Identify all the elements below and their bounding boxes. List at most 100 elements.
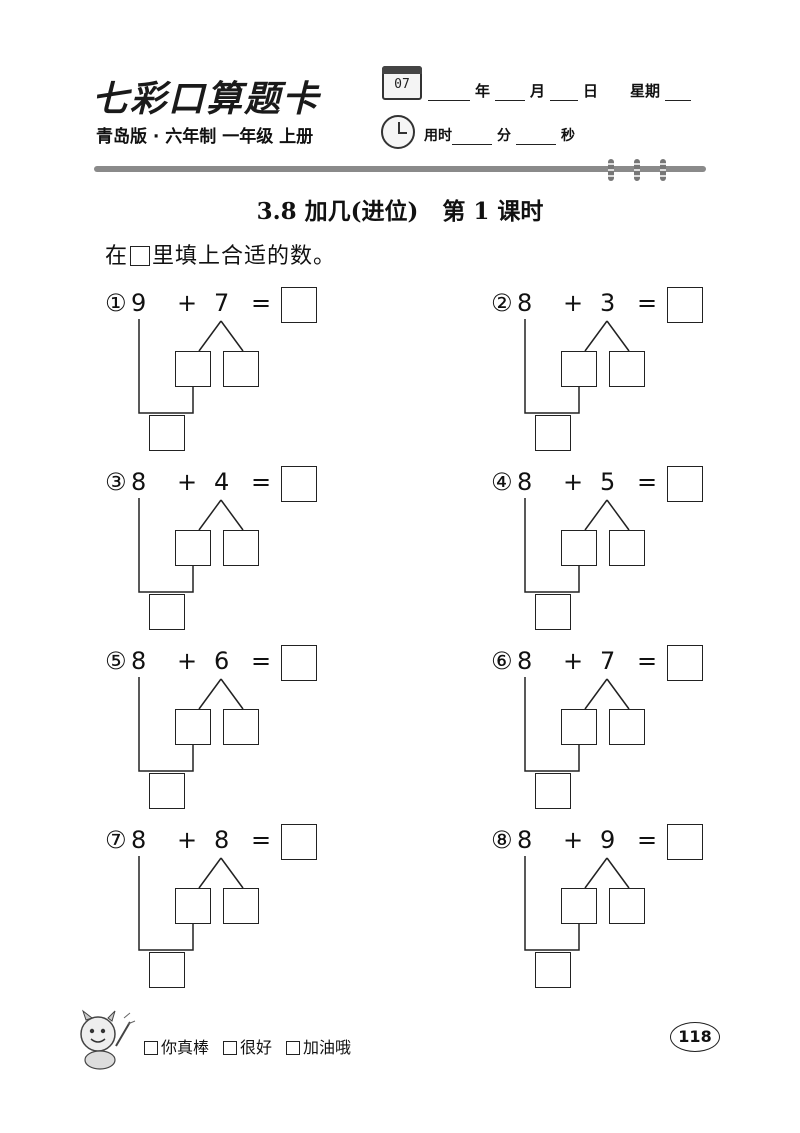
addend-b: 7 (214, 289, 230, 317)
split-left-box[interactable] (175, 351, 211, 387)
day-label: 日 (583, 82, 599, 100)
sum-answer-box[interactable] (667, 824, 703, 860)
split-right-box[interactable] (609, 530, 645, 566)
split-left-box[interactable] (175, 709, 211, 745)
month-label: 月 (530, 82, 546, 100)
ten-box[interactable] (149, 952, 185, 988)
addend-b: 8 (214, 826, 230, 854)
addend-a: 8 (517, 647, 533, 675)
plus-sign: + (177, 826, 198, 854)
minutes-blank[interactable] (452, 130, 492, 145)
plus-sign: + (563, 647, 584, 675)
equals-sign: = (251, 826, 272, 854)
time-fields: 用时分秒 (424, 125, 580, 145)
ten-box[interactable] (535, 594, 571, 630)
checkbox-icon[interactable] (286, 1041, 301, 1055)
rating-option-good[interactable]: 很好 (223, 1034, 272, 1058)
split-right-box[interactable] (609, 888, 645, 924)
problem-8: ⑧ 8 + 9 = (489, 824, 729, 1000)
plus-sign: + (177, 647, 198, 675)
split-right-box[interactable] (223, 888, 259, 924)
problem-2: ② 8 + 3 = (489, 287, 729, 463)
split-left-box[interactable] (175, 530, 211, 566)
split-right-box[interactable] (609, 709, 645, 745)
split-left-box[interactable] (561, 351, 597, 387)
problem-number: ① (105, 289, 127, 317)
rating-option-great[interactable]: 你真棒 (144, 1034, 209, 1058)
sum-answer-box[interactable] (281, 645, 317, 681)
weekday-label: 星期 (630, 82, 661, 100)
divider-bead (660, 159, 666, 181)
addend-b: 9 (600, 826, 616, 854)
page-number: 118 (670, 1022, 720, 1052)
addend-b: 6 (214, 647, 230, 675)
split-left-box[interactable] (561, 530, 597, 566)
rating-option-keep-going[interactable]: 加油哦 (286, 1034, 351, 1058)
addend-a: 8 (517, 289, 533, 317)
decomposition-lines (138, 498, 244, 593)
plus-sign: + (177, 289, 198, 317)
calendar-day: 07 (394, 77, 410, 92)
year-blank[interactable] (428, 86, 470, 101)
answer-box-icon (130, 246, 151, 266)
clock-icon (381, 115, 415, 149)
ten-box[interactable] (535, 773, 571, 809)
sum-answer-box[interactable] (281, 466, 317, 502)
sum-answer-box[interactable] (281, 824, 317, 860)
ten-box[interactable] (535, 952, 571, 988)
problem-3: ③ 8 + 4 = (103, 466, 343, 642)
edition-label: 青岛版 · 六年制 一年级 上册 (96, 127, 314, 147)
equals-sign: = (637, 468, 658, 496)
addend-b: 7 (600, 647, 616, 675)
decomposition-lines (138, 856, 244, 951)
split-left-box[interactable] (561, 709, 597, 745)
lesson-title: 3.8 加几(进位) 第 1 课时 (256, 198, 544, 225)
used-time-label: 用时 (424, 128, 452, 144)
ten-box[interactable] (535, 415, 571, 451)
divider-bead (608, 159, 614, 181)
day-blank[interactable] (550, 86, 579, 101)
problem-number: ⑦ (105, 826, 127, 854)
split-right-box[interactable] (223, 530, 259, 566)
addend-b: 3 (600, 289, 616, 317)
ten-box[interactable] (149, 415, 185, 451)
plus-sign: + (563, 289, 584, 317)
plus-sign: + (563, 826, 584, 854)
addend-a: 8 (517, 468, 533, 496)
split-right-box[interactable] (223, 351, 259, 387)
checkbox-icon[interactable] (223, 1041, 238, 1055)
plus-sign: + (177, 468, 198, 496)
problem-number: ② (491, 289, 513, 317)
plus-sign: + (563, 468, 584, 496)
equals-sign: = (251, 468, 272, 496)
decomposition-lines (524, 677, 630, 772)
year-label: 年 (475, 82, 491, 100)
split-left-box[interactable] (175, 888, 211, 924)
split-left-box[interactable] (561, 888, 597, 924)
sum-answer-box[interactable] (667, 287, 703, 323)
calendar-icon: 07 (382, 66, 422, 100)
month-blank[interactable] (495, 86, 526, 101)
split-right-box[interactable] (609, 351, 645, 387)
sum-answer-box[interactable] (667, 466, 703, 502)
weekday-blank[interactable] (665, 86, 692, 101)
ten-box[interactable] (149, 594, 185, 630)
decomposition-lines (524, 498, 630, 593)
sum-answer-box[interactable] (667, 645, 703, 681)
problem-6: ⑥ 8 + 7 = (489, 645, 729, 821)
decomposition-lines (524, 856, 630, 951)
problem-number: ④ (491, 468, 513, 496)
rating-label: 加油哦 (303, 1038, 352, 1057)
problem-1: ① 9 + 7 = (103, 287, 343, 463)
sum-answer-box[interactable] (281, 287, 317, 323)
rating-label: 很好 (240, 1038, 273, 1057)
split-right-box[interactable] (223, 709, 259, 745)
problem-number: ⑥ (491, 647, 513, 675)
seconds-blank[interactable] (516, 130, 556, 145)
decomposition-lines (524, 319, 630, 414)
ten-box[interactable] (149, 773, 185, 809)
checkbox-icon[interactable] (144, 1041, 158, 1055)
mascot-icon (80, 1009, 136, 1070)
addend-a: 8 (131, 826, 147, 854)
addend-a: 8 (131, 468, 147, 496)
